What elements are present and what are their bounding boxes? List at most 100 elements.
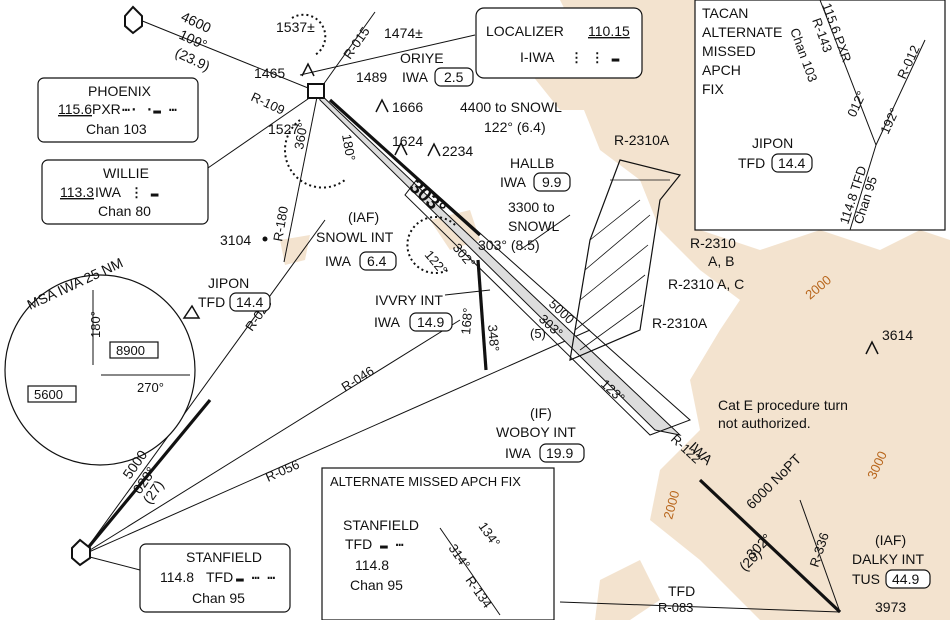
willie-id: IWA bbox=[95, 184, 122, 200]
label-r2310a-top: R-2310A bbox=[614, 132, 670, 148]
label-r2310-ac: R-2310 A, C bbox=[668, 276, 744, 292]
course-dalky bbox=[698, 478, 842, 614]
stanfield-morse: ▬ ⋯ ⋯ bbox=[236, 571, 275, 586]
altfix-box bbox=[321, 467, 555, 620]
radial-r336 bbox=[799, 499, 841, 613]
fix-woboy-id: IWA bbox=[505, 445, 532, 461]
label-4400-crs: 122° (6.4) bbox=[484, 119, 546, 135]
msa-c180: 180° bbox=[88, 311, 103, 338]
procedure-turn-snowl bbox=[406, 215, 456, 274]
vortac-willie bbox=[307, 83, 325, 99]
msa-alt-north: 8900 bbox=[116, 343, 145, 358]
tacan-tfd: TFD bbox=[738, 155, 765, 171]
localizer-freq: 110.15 bbox=[588, 23, 630, 39]
fix-oriye: ORIYE bbox=[400, 50, 444, 66]
label-r046: R-046 bbox=[339, 363, 377, 394]
fix-jipon-dme: 14.4 bbox=[236, 294, 263, 310]
fix-snowl-id: IWA bbox=[325, 253, 352, 269]
radial-r056 bbox=[81, 329, 591, 556]
label-4400: 4400 to SNOWL bbox=[460, 99, 562, 115]
fix-woboy-if: (IF) bbox=[530, 405, 552, 421]
altfix-morse: ▬ ⋯ bbox=[380, 538, 404, 553]
fix-dalky-id: TUS bbox=[852, 571, 880, 587]
radial-phoenix bbox=[134, 17, 319, 93]
note-cat-e-2: not authorized. bbox=[718, 415, 811, 431]
label-r083: R-083 bbox=[658, 600, 693, 615]
willie-morse: ⋮ ▬ bbox=[130, 186, 159, 201]
label-1465: 1465 bbox=[254, 65, 285, 81]
label-3300: 3300 to bbox=[508, 199, 555, 215]
tacan-jipon: JIPON bbox=[752, 135, 793, 151]
label-2234: 2234 bbox=[442, 143, 473, 159]
stanfield-freq: 114.8 bbox=[160, 569, 194, 585]
label-23-9: (23.9) bbox=[173, 44, 213, 74]
stanfield-box bbox=[139, 543, 291, 613]
radial-r180 bbox=[283, 91, 319, 263]
obstacle-1666 bbox=[375, 98, 389, 113]
contour-2000-b: 2000 bbox=[660, 489, 682, 521]
altfix-chan: Chan 95 bbox=[350, 577, 403, 593]
phoenix-name: PHOENIX bbox=[88, 83, 152, 99]
tacan-title-1: TACAN bbox=[702, 5, 748, 21]
fix-dalky-dme: 44.9 bbox=[892, 571, 919, 587]
leader-willie bbox=[204, 91, 319, 171]
obstacle-1624 bbox=[394, 141, 408, 156]
fix-snowl-iaf: (IAF) bbox=[348, 209, 379, 225]
localizer-title: LOCALIZER bbox=[486, 23, 564, 39]
stanfield-id: TFD bbox=[206, 569, 233, 585]
label-5: (5) bbox=[530, 326, 546, 341]
radial-r028 bbox=[81, 219, 326, 556]
fix-woboy: WOBOY INT bbox=[496, 424, 576, 440]
obstacle-1465 bbox=[301, 62, 315, 77]
fix-oriye-dme: 2.5 bbox=[444, 69, 464, 85]
label-1624: 1624 bbox=[392, 133, 423, 149]
label-3973: 3973 bbox=[875, 599, 906, 615]
tacan-title-4: APCH bbox=[702, 62, 741, 78]
phoenix-id: PXR bbox=[92, 101, 121, 117]
course-final bbox=[328, 98, 482, 237]
willie-name: WILLIE bbox=[103, 165, 149, 181]
tacan-alt-box bbox=[694, 0, 946, 231]
msa-alt-south: 5600 bbox=[34, 387, 63, 402]
localizer-morse: ⋮ ⋮ ▬ bbox=[570, 51, 620, 66]
vor-hexagon-stanfield bbox=[71, 538, 91, 567]
tacan-tfd-value: 14.4 bbox=[778, 155, 805, 171]
label-3104: 3104 bbox=[220, 232, 251, 248]
label-r2310: R-2310 bbox=[690, 235, 736, 251]
label-3614: 3614 bbox=[882, 327, 913, 343]
radial-r015 bbox=[317, 11, 376, 93]
fix-snowl: SNOWL INT bbox=[316, 229, 394, 245]
course-168 bbox=[476, 259, 488, 371]
localizer-box bbox=[475, 7, 643, 79]
label-122: 122° bbox=[422, 247, 451, 277]
leader-stanfield bbox=[81, 554, 141, 571]
vor-hexagon-phoenix bbox=[124, 5, 143, 35]
label-r2310a-low: R-2310A bbox=[652, 315, 708, 331]
label-123: 123° bbox=[598, 376, 628, 405]
label-r2310-ab: A, B bbox=[708, 253, 734, 269]
label-348: 348° bbox=[485, 324, 502, 352]
label-1489: 1489 bbox=[356, 69, 387, 85]
holding-pattern-willie bbox=[284, 119, 346, 189]
label-360: 360° bbox=[291, 121, 310, 150]
obstacle-2234 bbox=[427, 142, 441, 157]
fix-snowl-dme: 6.4 bbox=[367, 253, 387, 269]
altfix-freq: 114.8 bbox=[355, 557, 389, 573]
label-r109: R-109 bbox=[249, 89, 287, 118]
fix-ivvry: IVVRY INT bbox=[375, 292, 443, 308]
label-1527: 1527 bbox=[268, 121, 299, 137]
fix-ivvry-dme: 14.9 bbox=[417, 314, 444, 330]
obstacle-3614 bbox=[865, 340, 879, 355]
phoenix-morse: ⋯⋅ ⋅▬ ⋯ bbox=[122, 103, 177, 118]
phoenix-freq: 115.6 bbox=[58, 101, 92, 117]
note-cat-e-1: Cat E procedure turn bbox=[718, 397, 848, 413]
fix-dalky-iaf: (IAF) bbox=[875, 532, 906, 548]
fix-dalky: DALKY INT bbox=[852, 551, 925, 567]
label-180: 180° bbox=[339, 133, 358, 162]
fix-hallb-dme: 9.9 bbox=[542, 174, 562, 190]
altfix-name: STANFIELD bbox=[343, 517, 419, 533]
label-r015: R-015 bbox=[340, 24, 373, 62]
altfix-id: TFD bbox=[345, 536, 372, 552]
label-1537: 1537± bbox=[276, 19, 315, 35]
